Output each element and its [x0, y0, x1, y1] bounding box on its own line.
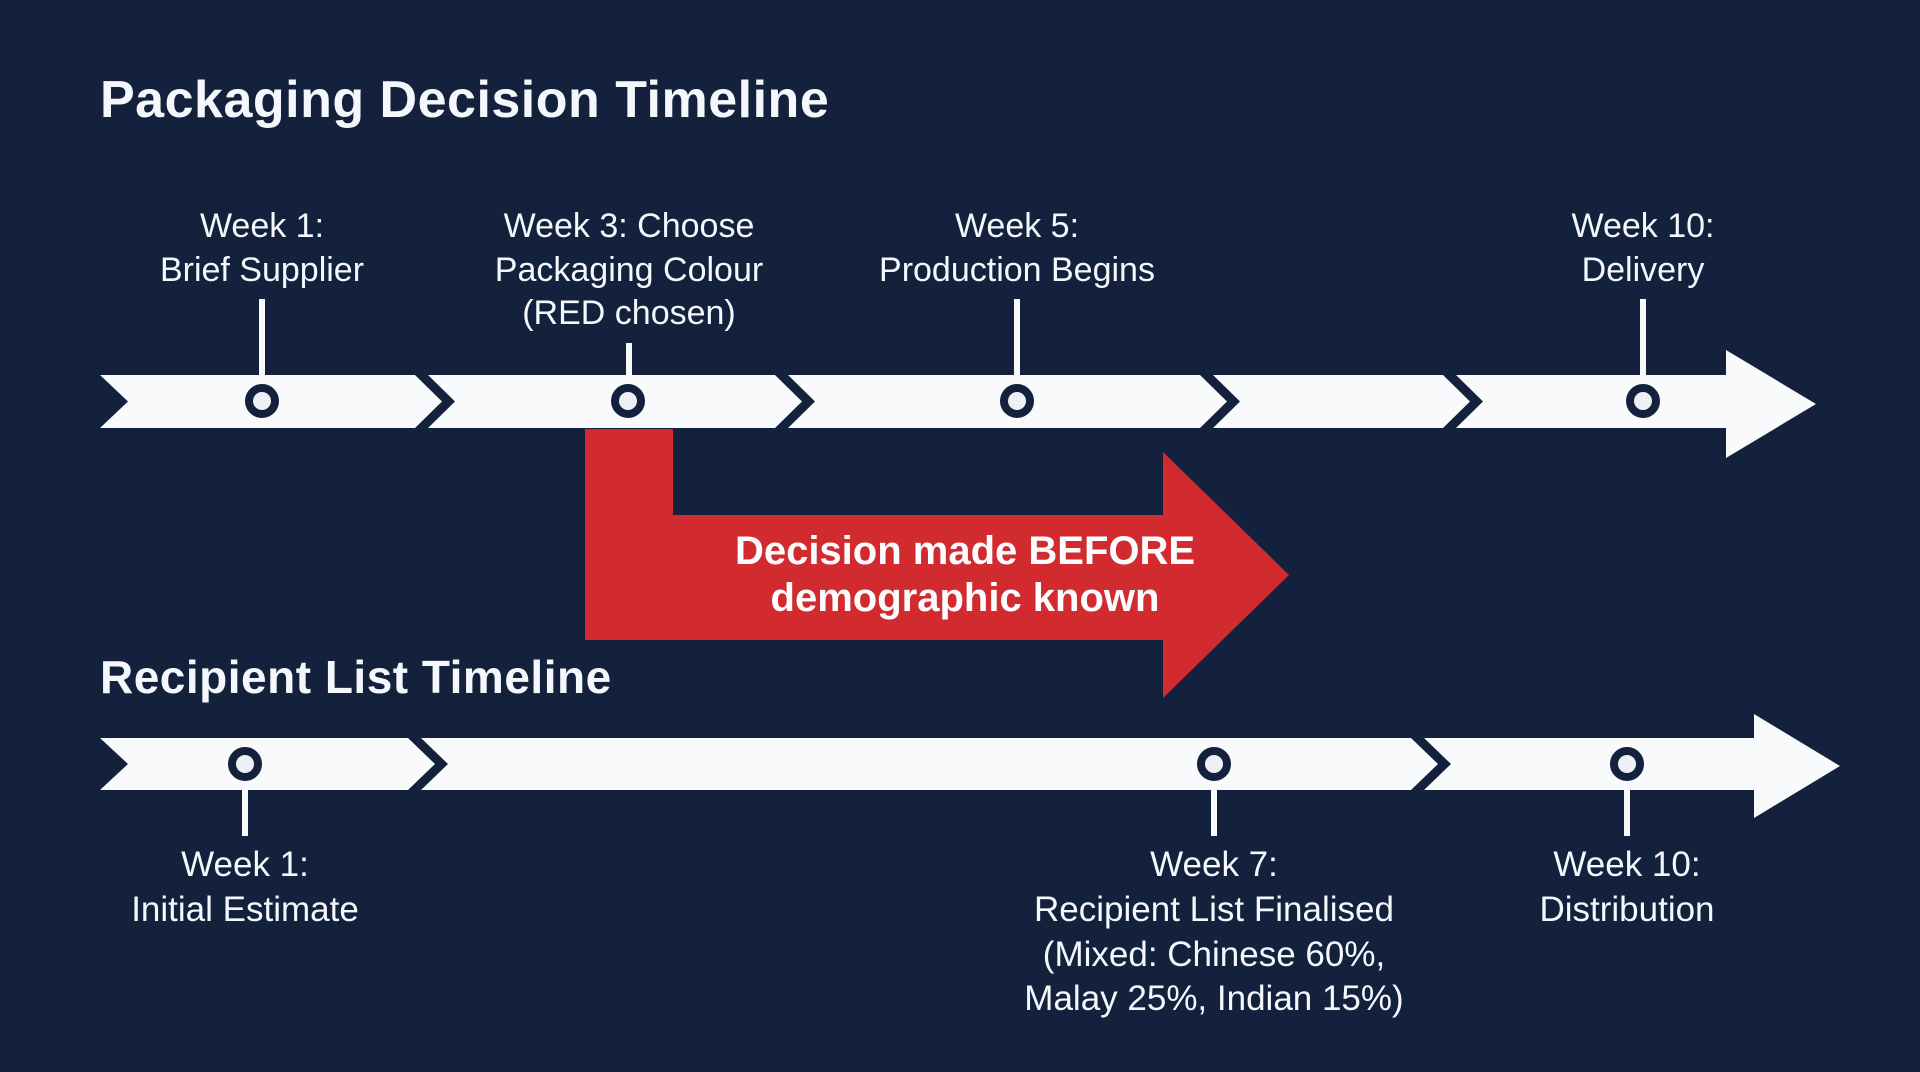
milestone-marker	[1610, 747, 1644, 781]
milestone-marker	[1626, 384, 1660, 418]
milestone-label: Week 3: Choose Packaging Colour (RED cho…	[495, 205, 763, 336]
milestone-week5-production-begins: Week 5: Production Begins	[857, 205, 1177, 375]
milestone-label-line: Delivery	[1581, 250, 1705, 289]
recipient-timeline-band	[100, 738, 1760, 790]
packaging-timeline-band	[100, 375, 1731, 428]
tick-connector	[1640, 299, 1646, 375]
milestone-label-line: Distribution	[1539, 889, 1715, 929]
milestone-label-line: Week 1:	[181, 845, 309, 884]
milestone-label-line: Week 3: Choose	[503, 207, 755, 245]
callout-text: Decision made BEFORE demographic known	[665, 528, 1265, 622]
milestone-week3-choose-packaging-colour: Week 3: Choose Packaging Colour (RED cho…	[468, 205, 790, 375]
milestone-label: Week 1: Initial Estimate	[131, 843, 359, 933]
callout-arrow-stem	[585, 429, 673, 521]
milestone-label: Week 7: Recipient List Finalised (Mixed:…	[1024, 843, 1403, 1022]
milestone-marker	[611, 384, 645, 418]
tick-connector	[259, 299, 265, 375]
milestone-week10-distribution: Week 10: Distribution	[1477, 790, 1777, 933]
milestone-label-line: Recipient List Finalised	[1034, 889, 1394, 929]
milestone-label-line: Initial Estimate	[131, 889, 359, 929]
milestone-week7-recipient-list-finalised: Week 7: Recipient List Finalised (Mixed:…	[999, 790, 1429, 1022]
tick-connector	[1624, 790, 1630, 836]
recipient-timeline-title: Recipient List Timeline	[100, 651, 612, 703]
milestone-label-line: Week 5:	[954, 207, 1080, 245]
milestone-label-line: (Mixed: Chinese 60%,	[1042, 934, 1386, 974]
callout-text-line: Decision made BEFORE	[734, 529, 1196, 573]
milestone-marker	[1000, 384, 1034, 418]
tick-connector	[626, 342, 632, 375]
milestone-label-line: Week 10:	[1571, 207, 1715, 245]
milestone-marker	[245, 384, 279, 418]
milestone-label: Week 10: Delivery	[1571, 205, 1714, 292]
milestone-label-line: Packaging Colour	[494, 250, 764, 289]
milestone-label-line: (RED chosen)	[522, 294, 736, 333]
milestone-label-line: Week 1:	[199, 207, 325, 245]
milestone-label-line: Week 10:	[1553, 845, 1701, 884]
tick-connector	[242, 790, 248, 836]
milestone-label-line: Malay 25%, Indian 15%)	[1024, 979, 1404, 1019]
callout-arrow-body	[585, 515, 1165, 640]
milestone-week1-brief-supplier: Week 1: Brief Supplier	[112, 205, 412, 375]
milestone-week10-delivery: Week 10: Delivery	[1493, 205, 1793, 375]
milestone-label-line: Week 7:	[1150, 845, 1278, 884]
milestone-label: Week 10: Distribution	[1539, 843, 1714, 933]
packaging-timeline-title: Packaging Decision Timeline	[100, 71, 830, 129]
milestone-label: Week 1: Brief Supplier	[160, 205, 364, 292]
callout-text-line: demographic known	[770, 576, 1160, 620]
milestone-label-line: Production Begins	[879, 250, 1155, 289]
tick-connector	[1211, 790, 1217, 836]
milestone-label: Week 5: Production Begins	[879, 205, 1155, 292]
milestone-week1-initial-estimate: Week 1: Initial Estimate	[95, 790, 395, 933]
milestone-marker	[1197, 747, 1231, 781]
tick-connector	[1014, 299, 1020, 375]
milestone-marker	[228, 747, 262, 781]
milestone-label-line: Brief Supplier	[159, 250, 365, 289]
